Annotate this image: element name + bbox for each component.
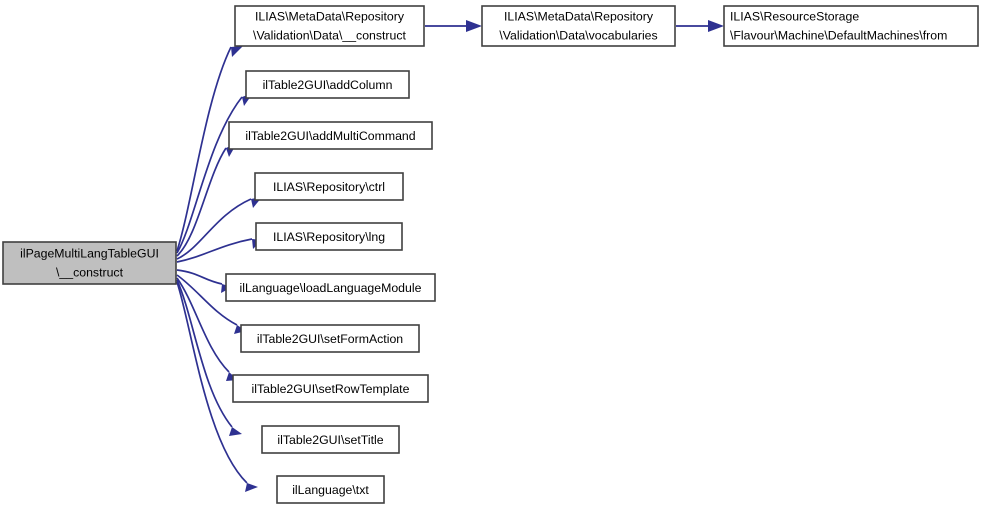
node-label-line1: ILIAS\MetaData\Repository [504,9,654,23]
node-box [261,425,400,454]
node-label: ilTable2GUI\setFormAction [257,332,403,346]
edge-root-to-setrowtemplate [176,277,230,373]
graph-node-setformaction[interactable]: ilTable2GUI\setFormAction [240,324,420,353]
arrowhead-icon [245,483,258,492]
node-box [225,273,436,302]
node-box [254,172,404,201]
graph-node-setrowtemplate[interactable]: ilTable2GUI\setRowTemplate [232,374,429,403]
graph-node-addmulticommand[interactable]: ilTable2GUI\addMultiCommand [228,121,433,150]
node-label: ilTable2GUI\setTitle [277,433,383,447]
node-label-line1: ilPageMultiLangTableGUI [20,246,159,260]
graph-node-md-construct[interactable]: ILIAS\MetaData\Repository \Validation\Dat… [234,5,425,47]
graph-node-repository-ctrl[interactable]: ILIAS\Repository\ctrl [254,172,404,201]
edge-root-to-repository-ctrl [176,198,252,260]
arrowhead-icon [231,46,243,57]
graph-node-loadlanguagemodule[interactable]: ilLanguage\loadLanguageModule [225,273,436,302]
edge-root-to-repository-lng [176,238,253,263]
edge-root-to-settitle [176,279,233,428]
graph-node-md-vocabularies[interactable]: ILIAS\MetaData\Repository \Validation\Dat… [481,5,676,47]
node-box [240,324,420,353]
node-box [245,70,410,99]
arrowhead-icon [466,20,482,32]
node-box [255,222,403,251]
node-label: ilTable2GUI\setRowTemplate [252,382,410,396]
node-label-line2: \Flavour\Machine\DefaultMachines\from [730,28,947,42]
node-label-line2: \__construct [56,265,124,279]
node-box [2,241,177,285]
node-box [276,475,385,504]
node-box [723,5,979,47]
edge-root-to-addmulticommand [176,147,227,257]
node-label: ilLanguage\txt [292,483,369,497]
graph-node-repository-lng[interactable]: ILIAS\Repository\lng [255,222,403,251]
node-label: ilLanguage\loadLanguageModule [240,281,422,295]
graph-node-txt[interactable]: ilLanguage\txt [276,475,385,504]
arrowhead-icon [708,20,724,32]
node-label-line2: \Validation\Data\vocabularies [499,28,657,42]
node-label: ILIAS\Repository\ctrl [273,180,385,194]
nodes-layer: ilPageMultiLangTableGUI \__construct ILIAS… [2,5,979,504]
edge-root-to-txt [176,281,248,484]
node-label: ILIAS\Repository\lng [273,230,385,244]
edge-root-to-addcolumn [176,96,243,254]
node-box [232,374,429,403]
edge-root-to-loadlanguagemodule [176,269,223,285]
graph-node-settitle[interactable]: ilTable2GUI\setTitle [261,425,400,454]
graph-node-root[interactable]: ilPageMultiLangTableGUI \__construct [2,241,177,285]
graph-node-addcolumn[interactable]: ilTable2GUI\addColumn [245,70,410,99]
edge-root-to-setformaction [176,274,238,326]
arrowhead-icon [229,427,242,436]
node-label-line1: ILIAS\ResourceStorage [730,9,859,23]
node-box [234,5,425,47]
node-box [228,121,433,150]
node-label-line1: ILIAS\MetaData\Repository [255,9,405,23]
edge-root-to-md-construct [176,46,232,252]
node-label: ilTable2GUI\addMultiCommand [245,129,415,143]
node-label-line2: \Validation\Data\__construct [253,28,406,42]
node-box [481,5,676,47]
graph-node-rs-defaultmachines-from[interactable]: ILIAS\ResourceStorage \Flavour\Machine\De… [723,5,979,47]
node-label: ilTable2GUI\addColumn [263,78,393,92]
